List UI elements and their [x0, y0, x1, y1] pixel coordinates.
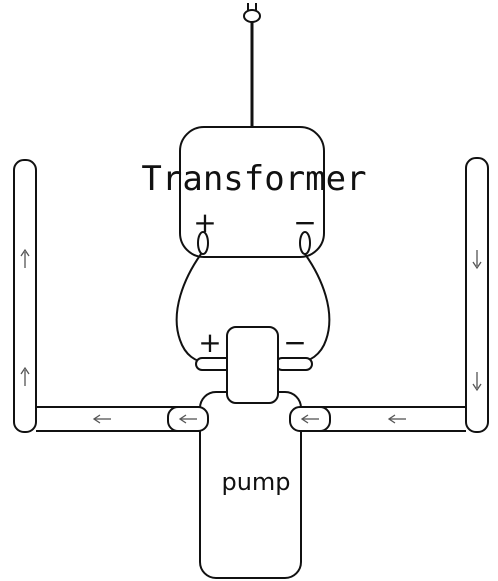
transformer-positive-terminal [197, 231, 209, 255]
arrow-up-icon [20, 248, 30, 268]
pump-negative-terminal [275, 357, 313, 371]
pump-plus-sign: + [198, 326, 221, 359]
arrow-down-icon [472, 250, 482, 270]
left-pipe [13, 159, 37, 433]
transformer-plus-sign: + [193, 206, 216, 239]
arrow-left-icon [178, 414, 197, 424]
arrow-left-icon [300, 414, 319, 424]
arrow-left-icon [92, 414, 111, 424]
transformer-minus-sign: − [293, 206, 316, 239]
pump-motor-head [226, 326, 279, 404]
transformer-negative-terminal [299, 231, 311, 255]
arrow-down-icon [472, 372, 482, 392]
pump-label: pump [221, 468, 290, 496]
arrow-up-icon [20, 366, 30, 386]
pump-minus-sign: − [283, 326, 306, 359]
transformer-label: Transformer [141, 159, 366, 199]
power-plug-icon [243, 3, 261, 23]
transformer-box [179, 126, 325, 258]
right-pipe [465, 157, 489, 433]
arrow-left-icon [387, 414, 406, 424]
